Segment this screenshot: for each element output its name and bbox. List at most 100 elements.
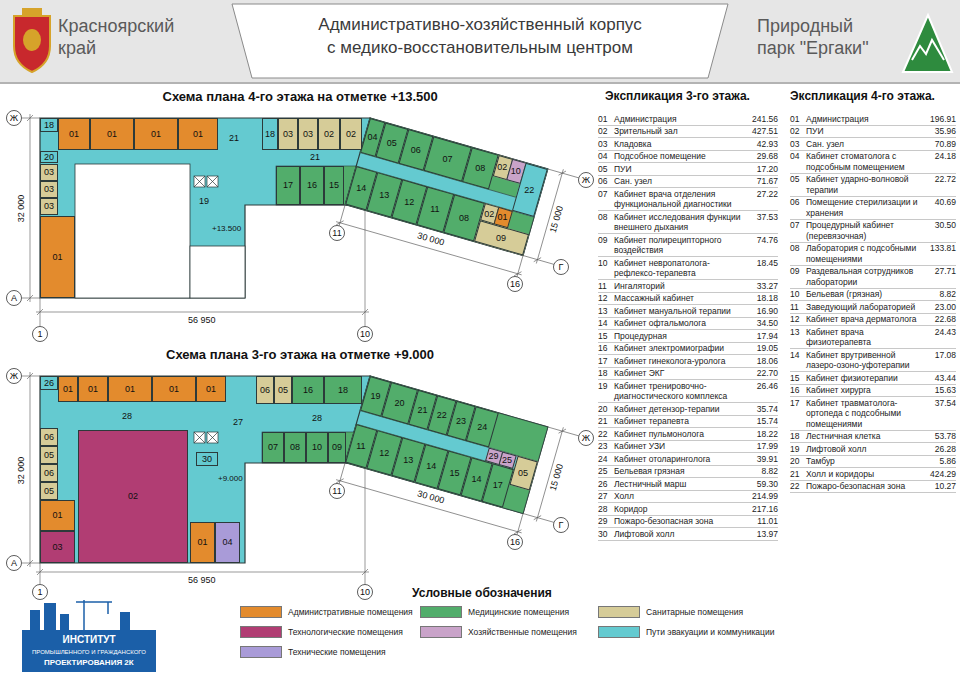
room-number: 01 — [498, 213, 508, 222]
table-cell: 35.96 — [924, 126, 956, 137]
table-cell: 07 — [598, 189, 614, 210]
axis-bubble: 1 — [32, 326, 48, 342]
axis-label: 1 — [37, 588, 42, 597]
table-cell: Раздевальная сотрудников лаборатории — [806, 266, 924, 287]
room-number: 15 — [329, 181, 339, 190]
table-cell: Помещение стерилизации и хранения — [806, 197, 924, 218]
axis-bubble: 11 — [329, 483, 345, 499]
table-cell: Сан. узел — [806, 139, 924, 150]
axis-label: 16 — [510, 538, 520, 547]
table-cell: 27.71 — [924, 266, 956, 287]
room-box: 28 — [116, 409, 138, 423]
room-box: 20 — [40, 151, 58, 163]
table-cell: 8.82 — [924, 289, 956, 300]
room-box: 01 — [134, 118, 178, 150]
room-number: 01 — [52, 253, 62, 262]
region-name: Красноярский край — [58, 16, 208, 59]
room-box: 07 — [262, 432, 284, 463]
table-cell: Кабинет врача дерматолога — [806, 314, 924, 325]
table-cell: Пожаро-безопасная зона — [614, 516, 746, 527]
table-cell: 21 — [598, 416, 614, 427]
room-box: 10 — [306, 432, 328, 463]
room-number: 01 — [69, 130, 79, 139]
table-cell: 71.67 — [746, 176, 778, 187]
legend-item: Пути эвакуации и коммуникации — [598, 626, 774, 638]
table-cell: 27.22 — [746, 189, 778, 210]
room-number: 02 — [324, 130, 334, 139]
elevation-mark: +13.500 — [212, 224, 241, 234]
table-row: 04Кабинет стоматолога с подсобным помеще… — [790, 151, 956, 174]
room-box: 28 — [306, 411, 328, 425]
table-cell: 20 — [598, 404, 614, 415]
room-number: 22 — [525, 185, 535, 194]
room-number: 27 — [233, 418, 243, 427]
legend-swatch — [420, 626, 462, 638]
table-row: 07Кабинет врача отделения функциональной… — [598, 188, 778, 211]
logo-text: ПРОМЫШЛЕННОГО И ГРАЖДАНСКОГО — [32, 649, 146, 656]
table-cell: 05 — [598, 164, 614, 175]
table-cell: 22 — [598, 429, 614, 440]
table-row: 09Раздевальная сотрудников лаборатории27… — [790, 266, 956, 289]
table-row: 09Кабинет полиреципторного воздействия74… — [598, 234, 778, 257]
table-row: 06Помещение стерилизации и хранения40.69 — [790, 197, 956, 220]
room-box: 18 — [262, 118, 278, 150]
room-box: 15 — [324, 166, 344, 205]
table-cell: Тамбур — [806, 456, 924, 467]
logo-text: ПРОЕКТИРОВАНИЯ 2К — [44, 658, 134, 668]
table-cell: 12 — [790, 314, 806, 325]
room-box: 04 — [215, 522, 240, 563]
legend-item: Хозяйственные помещения — [420, 626, 577, 638]
table-cell: 22 — [790, 481, 806, 492]
room-number: 01 — [88, 385, 98, 394]
table-cell: 11.01 — [746, 516, 778, 527]
table-cell: 29 — [598, 516, 614, 527]
room-box: 01 — [196, 376, 226, 402]
room-box: 05 — [274, 376, 292, 404]
room-number: 01 — [197, 538, 207, 547]
table-cell: 37.53 — [746, 212, 778, 233]
axis-label: Ж — [10, 114, 18, 123]
table-cell: Кабинет мануальной терапии — [614, 306, 746, 317]
legend-label: Медицинские помещения — [468, 607, 569, 617]
room-number: 28 — [312, 414, 322, 423]
table-cell: 20 — [790, 456, 806, 467]
table-cell: Лифтовой холл — [614, 529, 746, 540]
room-number: 01 — [169, 385, 179, 394]
table-cell: 17 — [598, 356, 614, 367]
room-number: 03 — [52, 543, 62, 552]
table-row: 22Пожаро-безопасная зона10.27 — [790, 481, 956, 494]
room-number: 06 — [44, 433, 54, 442]
axis-bubble: А — [6, 290, 22, 306]
table-row: 02Зрительный зал427.51 — [598, 126, 778, 139]
table-cell: 19 — [790, 444, 806, 455]
room-number: 30 — [202, 455, 212, 464]
table-cell: 06 — [598, 176, 614, 187]
table-row: 13Кабинет мануальной терапии16.90 — [598, 305, 778, 318]
table-cell: 25 — [598, 466, 614, 477]
room-number: 02 — [346, 130, 356, 139]
room-number: 07 — [443, 155, 453, 164]
room-number: 21 — [229, 134, 239, 143]
room-number: 06 — [411, 145, 421, 154]
axis-label: 11 — [332, 487, 341, 496]
table-row: 22Кабинет пульмонолога18.22 — [598, 428, 778, 441]
table-cell: 10 — [598, 258, 614, 279]
plan-heading: Схема плана 3-го этажа на отметке +9.000 — [166, 347, 434, 363]
room-box: 09 — [328, 432, 346, 463]
room-box: 05 — [40, 482, 58, 500]
room-box: 17 — [276, 166, 300, 205]
room-number: 01 — [125, 385, 135, 394]
room-number: 08 — [475, 164, 485, 173]
table-cell: Бельевая грязная — [614, 466, 746, 477]
table-row: 21Холл и коридоры424.29 — [790, 468, 956, 481]
table-cell: 26.28 — [924, 444, 956, 455]
room-box: 06 — [40, 428, 58, 446]
room-box: 01 — [78, 376, 108, 402]
table-cell: Кабинет детензор-терапии — [614, 404, 746, 415]
table-cell: 133.81 — [924, 243, 956, 264]
table-row: 24Кабинет отоларинголога39.91 — [598, 453, 778, 466]
legend-label: Хозяйственные помещения — [468, 627, 577, 637]
room-number: 09 — [497, 233, 507, 242]
table-cell: Бельевая (грязная) — [806, 289, 924, 300]
